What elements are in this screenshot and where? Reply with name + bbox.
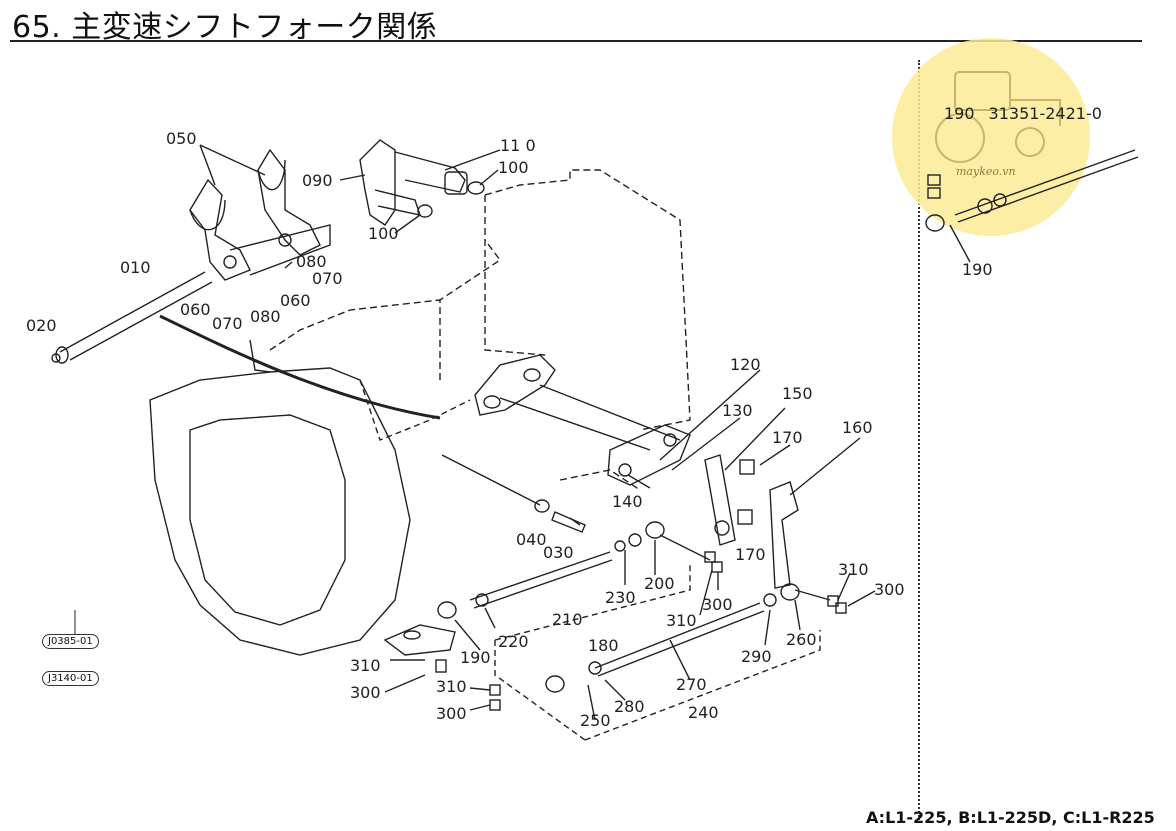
arm-150 — [704, 454, 736, 546]
reference-part-number: 190 31351-2421-0 — [944, 104, 1116, 123]
rod-end-200 — [645, 521, 665, 539]
label-030: 030 — [543, 543, 574, 562]
rod-210 — [469, 551, 613, 609]
label-070: 070 — [212, 314, 243, 333]
label-180: 180 — [588, 636, 619, 655]
transmission-case — [149, 367, 411, 656]
label-170: 170 — [772, 428, 803, 447]
label-210: 210 — [552, 610, 583, 629]
model-applicability-footer: A:L1-225, B:L1-225D, C:L1-R225 — [866, 808, 1155, 827]
shift-fork-2 — [257, 148, 321, 256]
label-300: 300 — [350, 683, 381, 702]
label-190: 190 — [460, 648, 491, 667]
label-230: 230 — [605, 588, 636, 607]
shift-wire — [159, 314, 441, 420]
label-110: 11 0 — [500, 136, 536, 155]
label-070: 070 — [312, 269, 343, 288]
label-060: 060 — [280, 291, 311, 310]
label-120: 120 — [730, 355, 761, 374]
bracket-120 — [474, 354, 556, 416]
label-260: 260 — [786, 630, 817, 649]
label-270: 270 — [676, 675, 707, 694]
rod-270 — [594, 602, 765, 677]
page-title: 65. 主変速シフトフォーク関係 — [12, 10, 438, 45]
label-170: 170 — [735, 545, 766, 564]
cover-outline — [484, 169, 691, 431]
base-bracket — [383, 624, 456, 656]
diagram-ref-code[interactable]: J3140-01 — [42, 671, 99, 686]
label-220: 220 — [498, 632, 529, 651]
label-010: 010 — [120, 258, 151, 277]
label-040: 040 — [516, 530, 547, 549]
label-290: 290 — [741, 647, 772, 666]
label-130: 130 — [722, 401, 753, 420]
group-180-outline — [494, 565, 691, 641]
label-300: 300 — [702, 595, 733, 614]
label-190-reference: 190 — [962, 260, 993, 279]
label-100: 100 — [368, 224, 399, 243]
label-280: 280 — [614, 697, 645, 716]
shift-fork-1 — [189, 178, 251, 281]
label-310: 310 — [838, 560, 869, 579]
diagram-ref-code[interactable]: J0385-01 — [42, 634, 99, 649]
reference-item: 190 — [944, 104, 975, 123]
label-060: 060 — [180, 300, 211, 319]
reference-code: 31351-2421-0 — [988, 104, 1102, 123]
label-090: 090 — [302, 171, 333, 190]
rod-end-190 — [437, 601, 457, 619]
label-020: 020 — [26, 316, 57, 335]
label-300: 300 — [874, 580, 905, 599]
label-080: 080 — [296, 252, 327, 271]
label-240: 240 — [688, 703, 719, 722]
section-divider — [918, 60, 920, 820]
ref-rod — [954, 149, 1139, 223]
shaft-110 — [394, 151, 466, 193]
label-200: 200 — [644, 574, 675, 593]
label-310: 310 — [666, 611, 697, 630]
label-100: 100 — [498, 158, 529, 177]
watermark-text: maykeo.vn — [956, 165, 1016, 178]
label-300: 300 — [436, 704, 467, 723]
group-240-outline — [584, 630, 821, 741]
rod-end-250 — [545, 675, 565, 693]
arm-160 — [769, 481, 799, 589]
label-050: 050 — [166, 129, 197, 148]
watermark-tractor-icon — [935, 71, 1061, 163]
label-140: 140 — [612, 492, 643, 511]
label-160: 160 — [842, 418, 873, 437]
label-080: 080 — [250, 307, 281, 326]
title-underline — [10, 40, 1142, 42]
label-250: 250 — [580, 711, 611, 730]
shift-rod — [59, 271, 213, 361]
label-310: 310 — [436, 677, 467, 696]
label-310: 310 — [350, 656, 381, 675]
rod-end-260 — [780, 583, 800, 601]
label-150: 150 — [782, 384, 813, 403]
plate-140 — [607, 424, 691, 486]
lever-090 — [359, 139, 396, 226]
